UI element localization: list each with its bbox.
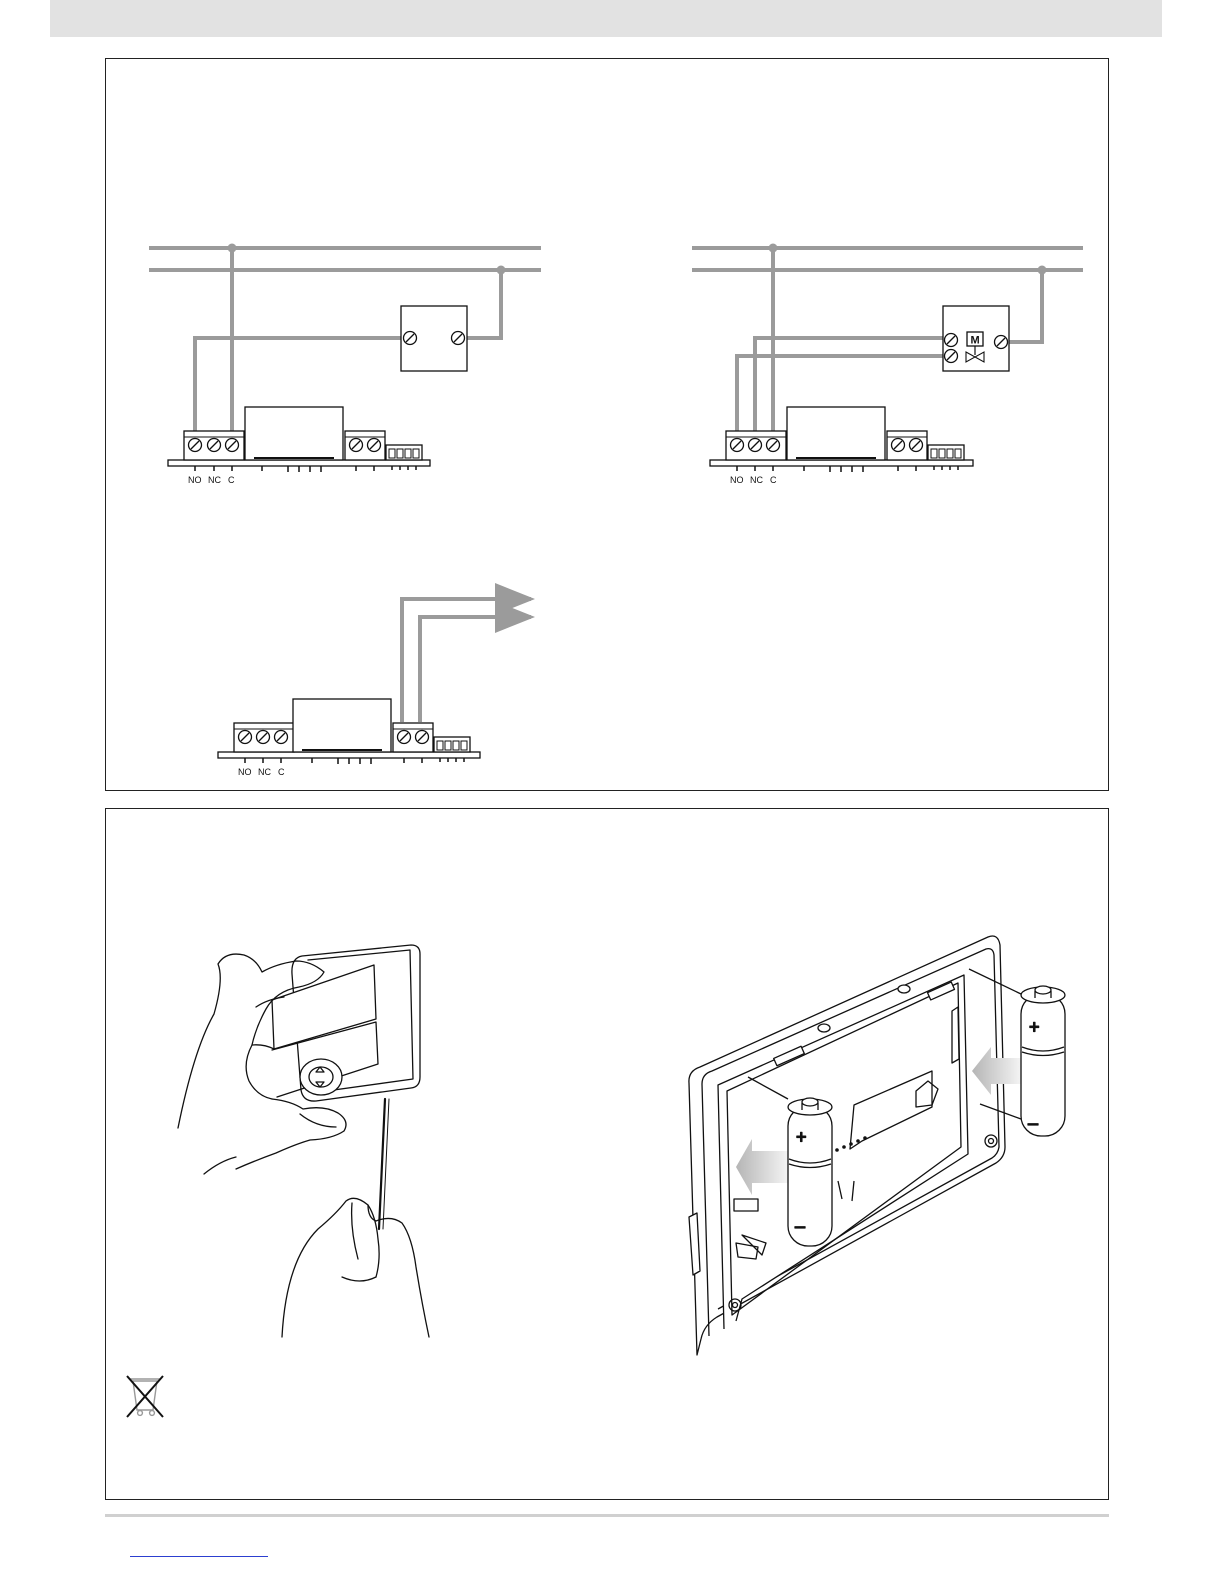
wiring-diagrams-svg: NO NC C M — [106, 59, 1110, 792]
battery-illustrations-svg: + – + – — [106, 809, 1110, 1501]
battery-compartment-illustration: + – + – — [689, 936, 1065, 1355]
terminal-label-nc: NC — [750, 475, 763, 485]
terminal-label-nc: NC — [208, 475, 221, 485]
battery-2-negative: – — [1028, 1113, 1038, 1133]
opening-thermostat-illustration — [178, 945, 429, 1337]
bottom-rule — [105, 1514, 1109, 1517]
battery-1-positive: + — [796, 1127, 807, 1147]
terminal-label-no: NO — [238, 767, 252, 777]
valve-motor-label: M — [971, 335, 980, 347]
battery-replacement-panel: + – + – — [105, 808, 1109, 1500]
wiring-diagram-valve: M NO NC C — [692, 244, 1083, 486]
wiring-diagrams-panel: NO NC C M — [105, 58, 1109, 791]
terminal-label-no: NO — [730, 475, 744, 485]
header-bar — [50, 0, 1162, 37]
crossed-out-wheelie-bin-icon — [127, 1376, 163, 1417]
terminal-label-c: C — [228, 475, 235, 485]
wiring-diagram-load: NO NC C — [149, 244, 541, 486]
battery-2: + – — [1021, 986, 1065, 1136]
battery-1: + – — [788, 1098, 832, 1246]
terminal-label-c: C — [770, 475, 777, 485]
terminal-label-c: C — [278, 767, 285, 777]
footer-link-underline[interactable] — [130, 1556, 268, 1557]
terminal-label-nc: NC — [258, 767, 271, 777]
battery-1-negative: – — [795, 1216, 805, 1236]
wiring-diagram-auxiliary: NO NC C — [218, 599, 531, 777]
terminal-label-no: NO — [188, 475, 202, 485]
battery-2-positive: + — [1029, 1017, 1040, 1037]
